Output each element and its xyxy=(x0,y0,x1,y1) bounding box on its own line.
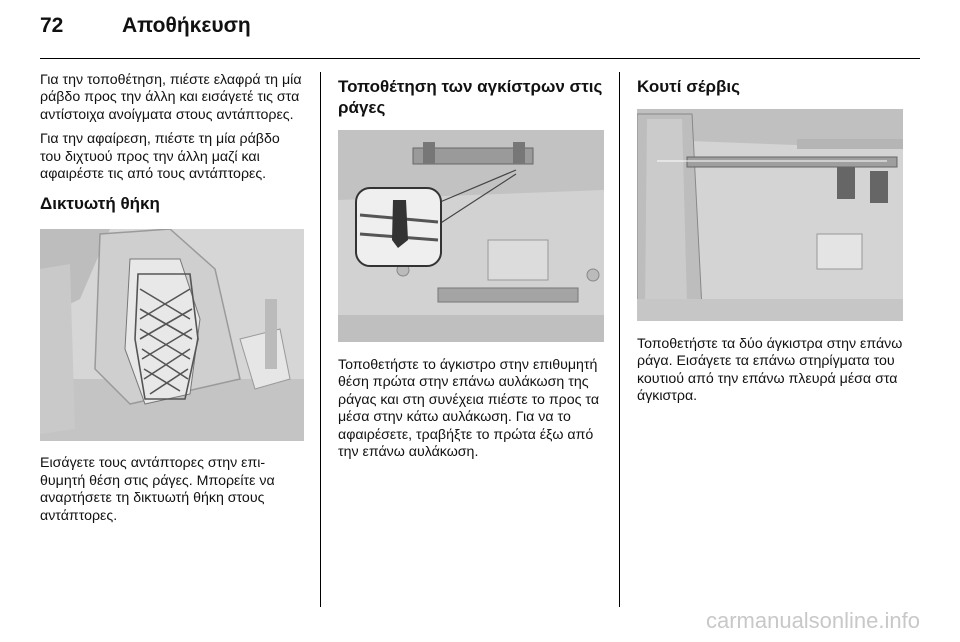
header-divider xyxy=(40,58,920,59)
column-divider-1 xyxy=(320,72,321,607)
paragraph-net-pocket: Εισάγετε τους αντάπτορες στην επι­θυμητή… xyxy=(40,455,275,524)
paragraph-service-box: Τοποθετήστε τα δύο άγκιστρα στην επάνω ρ… xyxy=(637,336,903,405)
paragraph-install: Για την τοποθέτηση, πιέστε ελαφρά τη μία… xyxy=(40,72,302,123)
hooks-illustration xyxy=(338,130,604,342)
watermark: carmanualsonline.info xyxy=(705,608,920,633)
page-header: 72 Αποθήκευση xyxy=(40,14,251,48)
column-middle: Τοποθέτηση των αγκίστρων στις ράγες Τοπο… xyxy=(338,72,604,468)
heading-hooks: Τοποθέτηση των αγκίστρων στις ράγες xyxy=(338,77,603,117)
column-right: Κουτί σέρβις Τοποθετήστε τα δύο άγκιστρα… xyxy=(637,72,903,413)
heading-net-pocket: Δικτυωτή θήκη xyxy=(40,194,160,214)
service-box-illustration xyxy=(637,109,903,321)
page-number: 72 xyxy=(40,14,64,37)
paragraph-remove: Για την αφαίρεση, πιέστε τη μία ράβδο το… xyxy=(40,131,280,183)
section-title: Αποθήκευση xyxy=(122,14,251,37)
net-pocket-illustration xyxy=(40,229,304,442)
column-left: Για την τοποθέτηση, πιέστε ελαφρά τη μία… xyxy=(40,72,304,532)
column-divider-2 xyxy=(619,72,620,607)
paragraph-hooks: Τοποθετήστε το άγκιστρο στην επιθυ­μητή … xyxy=(338,357,600,461)
heading-service-box: Κουτί σέρβις xyxy=(637,77,740,96)
